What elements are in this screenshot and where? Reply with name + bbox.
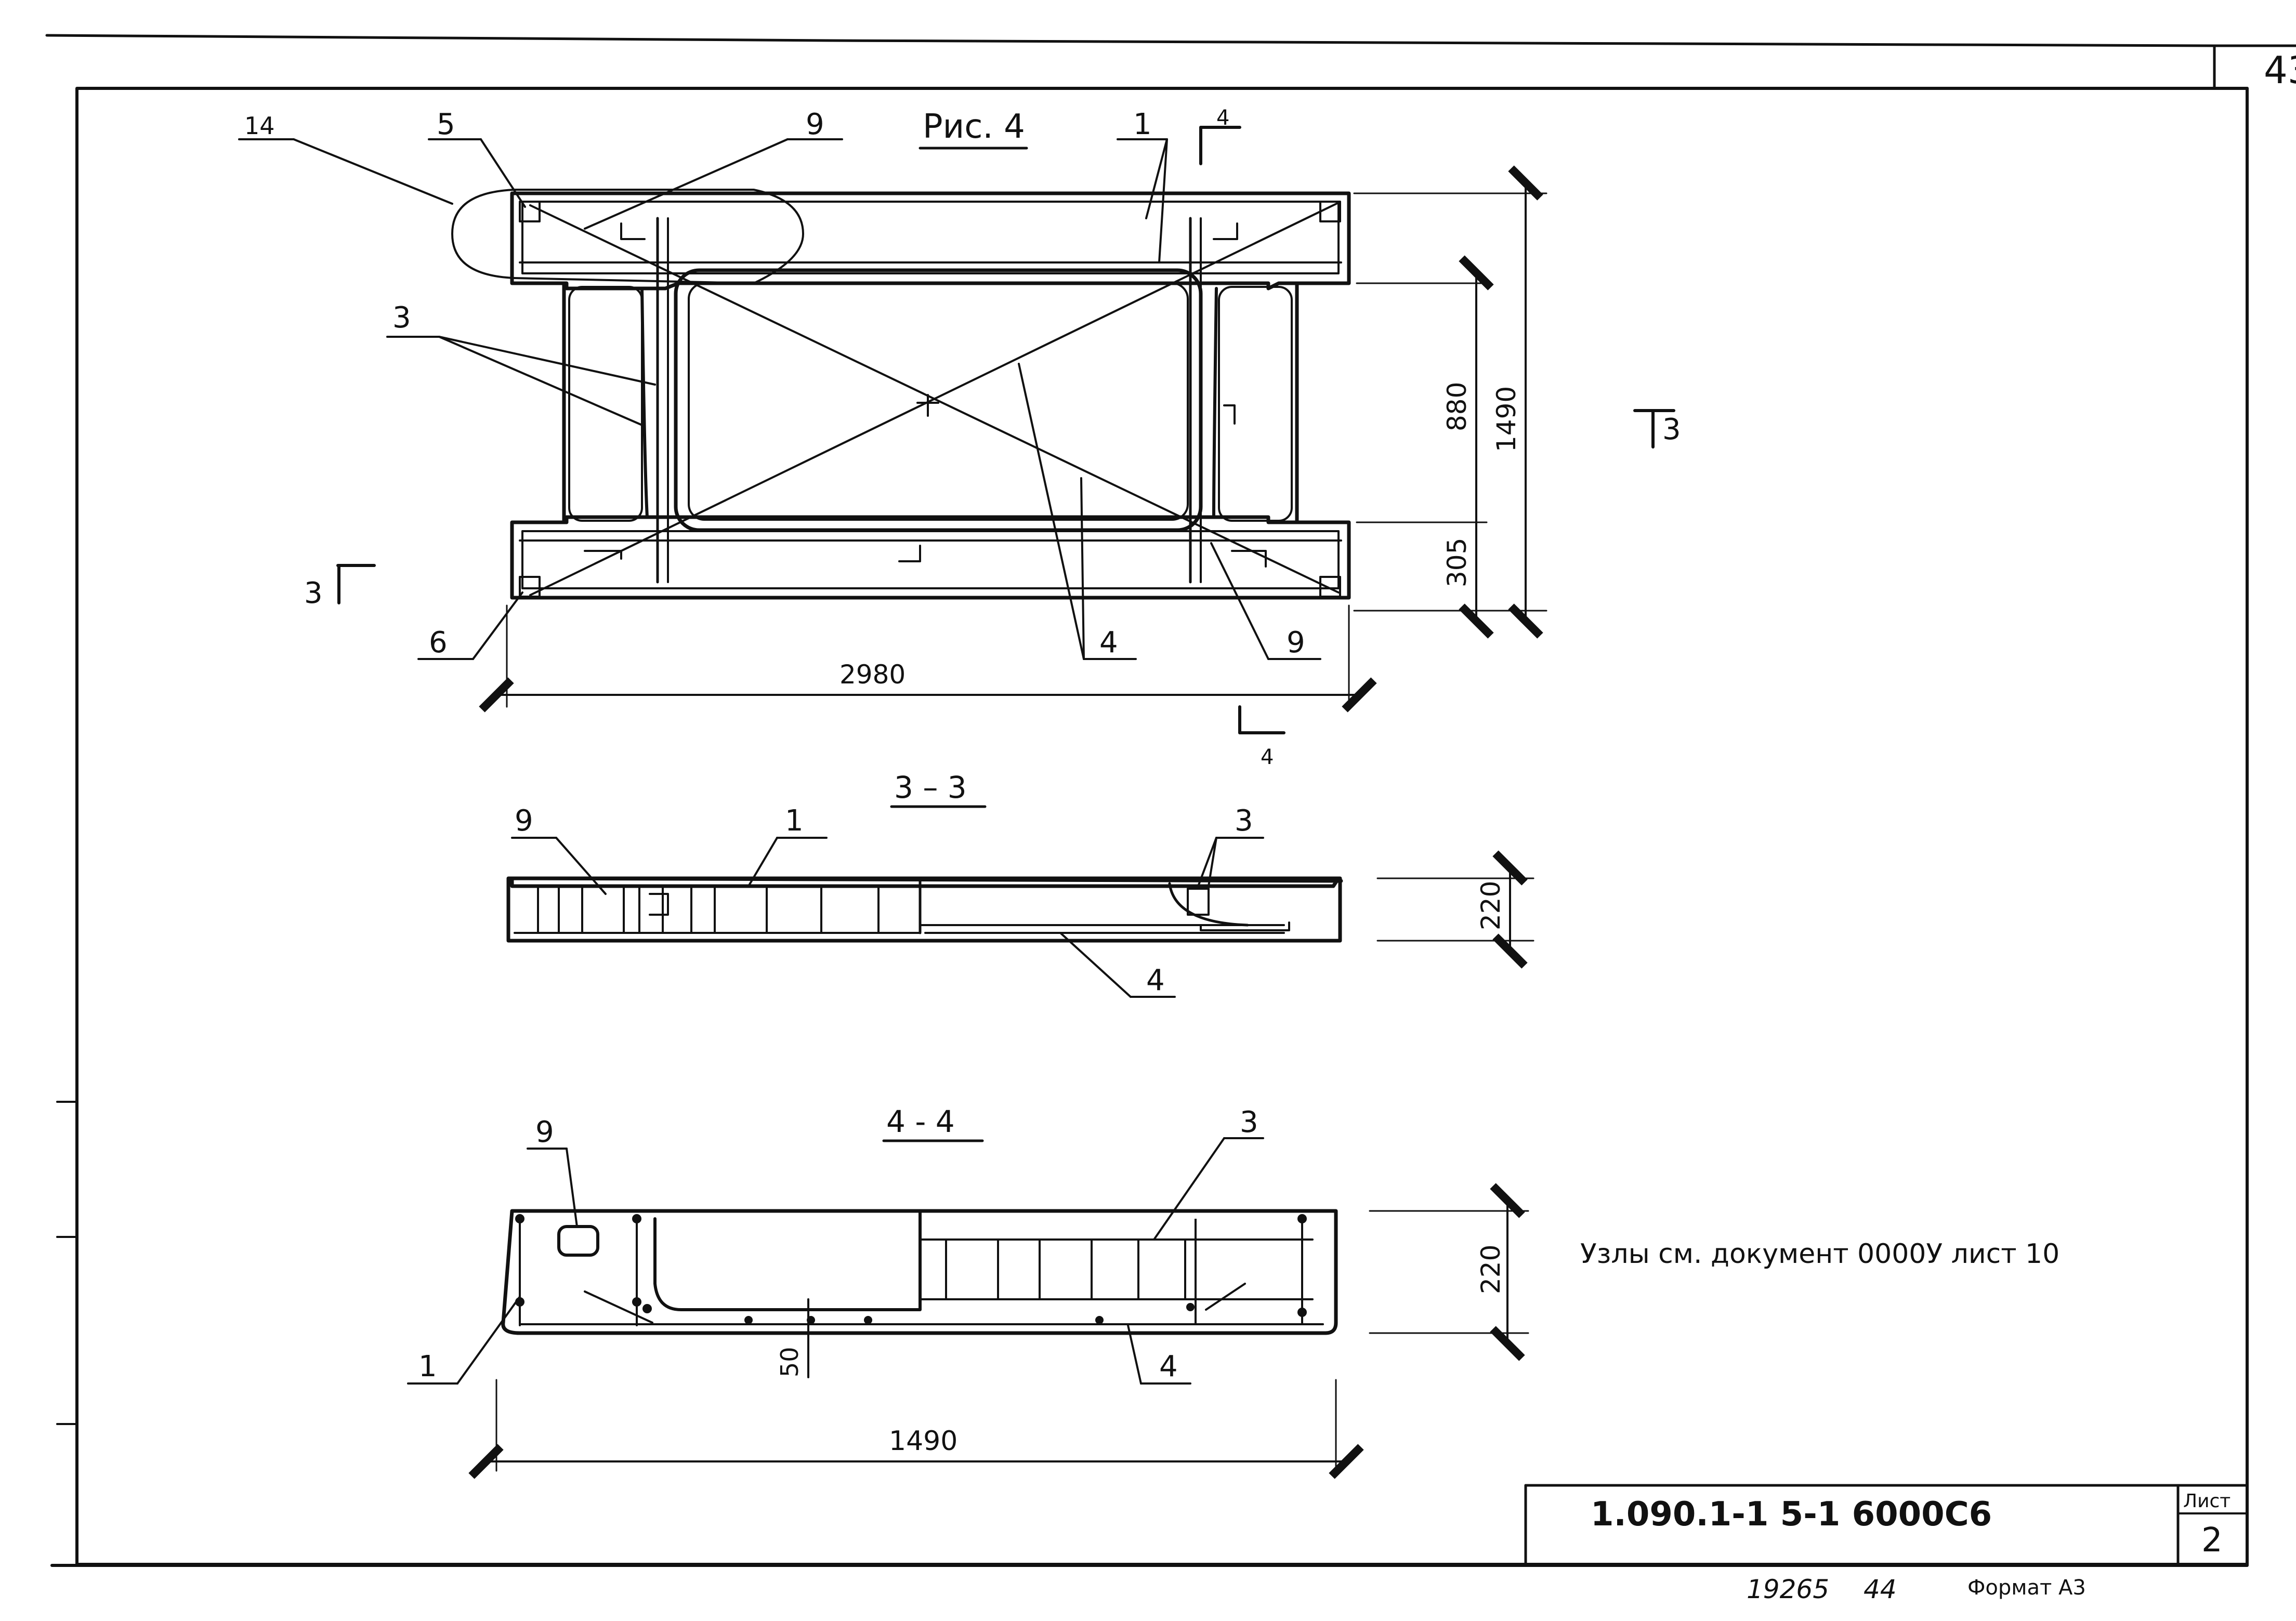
callout-9-bottom: 9 — [1287, 626, 1305, 660]
callout-3: 3 — [392, 301, 411, 335]
section-4-4-dim-bottom: 50 — [776, 1347, 804, 1377]
section-4-4-dim-width: 1490 — [889, 1426, 957, 1457]
callout-5: 5 — [437, 108, 455, 141]
section-mark-bottom-4: 4 — [1261, 745, 1274, 769]
figure-title: Рис. 4 — [923, 108, 1025, 146]
dim-length: 2980 — [839, 660, 906, 690]
footer-copy-number: 44 — [1864, 1574, 1897, 1604]
title-block-sheet-label: Лист — [2183, 1491, 2231, 1512]
section-mark-right-3: 3 — [1662, 413, 1681, 446]
nodes-reference-note: Узлы см. документ 0000У лист 10 — [1580, 1238, 2059, 1270]
section-marks: 3 3 4 4 — [304, 106, 1681, 769]
section-3-3-callout-4: 4 — [1146, 964, 1165, 997]
section-4-4-outline — [501, 1209, 1338, 1335]
plan-view — [451, 189, 1351, 600]
footer-format: Формат А3 — [1967, 1576, 2086, 1600]
section-3-3-callout-1: 1 — [785, 804, 804, 838]
title-block: 1.090.1-1 5-1 6000С6 Лист 2 — [1524, 1484, 2249, 1566]
section-mark-left-3: 3 — [304, 576, 323, 610]
bottom-flange-outline — [510, 515, 1351, 600]
dim-height: 1490 — [1491, 386, 1521, 452]
section-4-4-callout-1: 1 — [418, 1350, 437, 1383]
callout-1-top: 1 — [1133, 108, 1152, 141]
section-4-4-callout-3: 3 — [1240, 1105, 1258, 1139]
section-3-3-outline — [510, 876, 1343, 888]
dim-inner: 880 — [1442, 382, 1472, 431]
section-3-3-callout-3: 3 — [1235, 804, 1253, 838]
section-4-4-callout-9: 9 — [535, 1115, 554, 1149]
plan-callouts: 14 5 9 1 3 6 4 9 — [238, 108, 1321, 660]
callout-9-top: 9 — [806, 108, 824, 141]
callout-14: 14 — [244, 112, 275, 140]
section-4-4-callout-4: 4 — [1159, 1350, 1178, 1383]
section-4-4: 4 - 4 — [407, 1104, 1529, 1479]
section-3-3: 3 – 3 9 1 — [506, 770, 1534, 998]
sheet-corner-number: 43 — [2264, 48, 2296, 92]
detail-bubble — [451, 189, 804, 284]
title-block-designation: 1.090.1-1 5-1 6000С6 — [1591, 1495, 1992, 1534]
section-4-4-dim-height: 220 — [1476, 1245, 1506, 1294]
footer-inventory-number: 19265 — [1747, 1574, 1829, 1604]
sheet-frame — [45, 34, 2296, 1567]
callout-6: 6 — [429, 626, 448, 660]
section-4-4-title: 4 - 4 — [886, 1104, 955, 1139]
section-3-3-dim-height: 220 — [1476, 881, 1506, 930]
title-block-sheet-number: 2 — [2201, 1521, 2223, 1560]
callout-4: 4 — [1099, 626, 1118, 660]
dim-flange: 305 — [1442, 538, 1472, 587]
plan-dimensions: 2980 1490 880 305 — [479, 165, 1547, 713]
section-3-3-callout-9: 9 — [515, 804, 533, 838]
section-mark-top-4: 4 — [1216, 106, 1229, 130]
section-3-3-title: 3 – 3 — [894, 770, 967, 805]
